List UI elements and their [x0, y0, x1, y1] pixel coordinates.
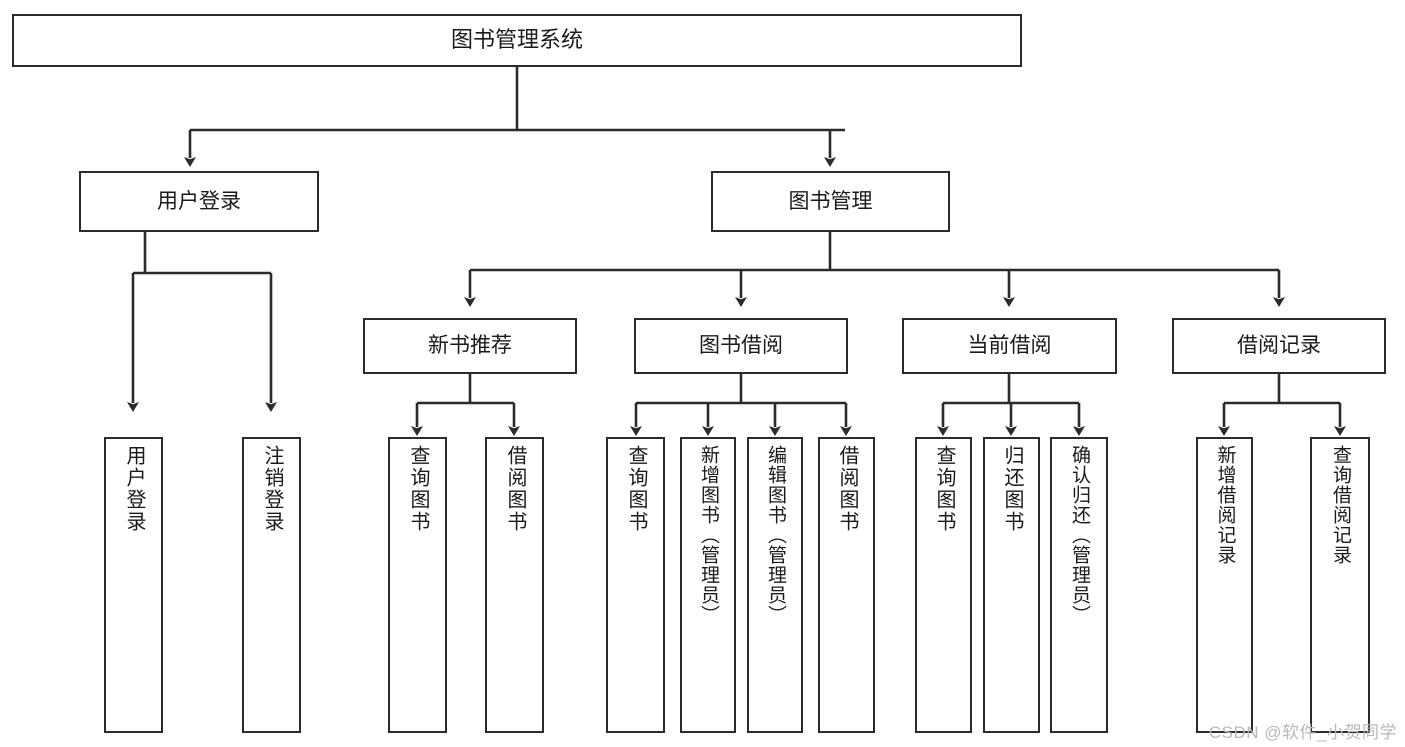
node-label: 图书管理系统	[450, 27, 583, 53]
node-user-login[interactable]: 用户登录	[79, 171, 319, 232]
node-label: 归还图书	[1001, 445, 1023, 533]
node-leaf-add-record[interactable]: 新增借阅记录	[1196, 437, 1253, 733]
node-leaf-user-login[interactable]: 用户登录	[104, 437, 163, 733]
node-label: 借阅图书	[504, 445, 526, 533]
node-label: 新书推荐	[428, 334, 512, 358]
node-current-borrow[interactable]: 当前借阅	[902, 318, 1117, 374]
node-label: 查询图书	[933, 445, 955, 533]
node-label: 注销登录	[261, 445, 283, 533]
node-label: 借阅图书	[836, 445, 858, 533]
node-leaf-edit-book[interactable]: 编辑图书（管理员）	[747, 437, 803, 733]
node-label: 新增借阅记录	[1214, 445, 1236, 565]
node-label: 借阅记录	[1237, 334, 1321, 358]
node-new-book-recommend[interactable]: 新书推荐	[363, 318, 577, 374]
node-leaf-confirm-return[interactable]: 确认归还（管理员）	[1050, 437, 1108, 733]
node-label: 查询借阅记录	[1329, 445, 1351, 565]
node-label: 图书借阅	[699, 334, 783, 358]
node-label: 当前借阅	[967, 334, 1052, 358]
node-root-book-management-system[interactable]: 图书管理系统	[12, 14, 1022, 67]
node-borrow-record[interactable]: 借阅记录	[1172, 318, 1386, 374]
node-book-borrow[interactable]: 图书借阅	[634, 318, 848, 374]
node-leaf-query-book-2[interactable]: 查询图书	[606, 437, 665, 733]
csdn-watermark: CSDN @软件_小贺同学	[1208, 723, 1397, 742]
node-label: 查询图书	[625, 445, 647, 533]
node-label: 编辑图书（管理员）	[764, 445, 786, 625]
node-book-manage[interactable]: 图书管理	[711, 171, 950, 232]
node-label: 确认归还（管理员）	[1068, 445, 1090, 625]
node-leaf-query-book-3[interactable]: 查询图书	[915, 437, 972, 733]
node-label: 用户登录	[123, 445, 145, 533]
node-leaf-query-book-1[interactable]: 查询图书	[388, 437, 447, 733]
node-label: 新增图书（管理员）	[697, 445, 719, 625]
node-leaf-logout[interactable]: 注销登录	[242, 437, 301, 733]
node-leaf-borrow-book-1[interactable]: 借阅图书	[485, 437, 544, 733]
node-label: 图书管理	[788, 189, 873, 213]
node-leaf-borrow-book-2[interactable]: 借阅图书	[818, 437, 875, 733]
node-leaf-query-record[interactable]: 查询借阅记录	[1310, 437, 1370, 733]
node-leaf-return-book[interactable]: 归还图书	[983, 437, 1040, 733]
node-leaf-add-book[interactable]: 新增图书（管理员）	[680, 437, 736, 733]
node-label: 查询图书	[407, 445, 429, 533]
node-label: 用户登录	[157, 189, 241, 213]
